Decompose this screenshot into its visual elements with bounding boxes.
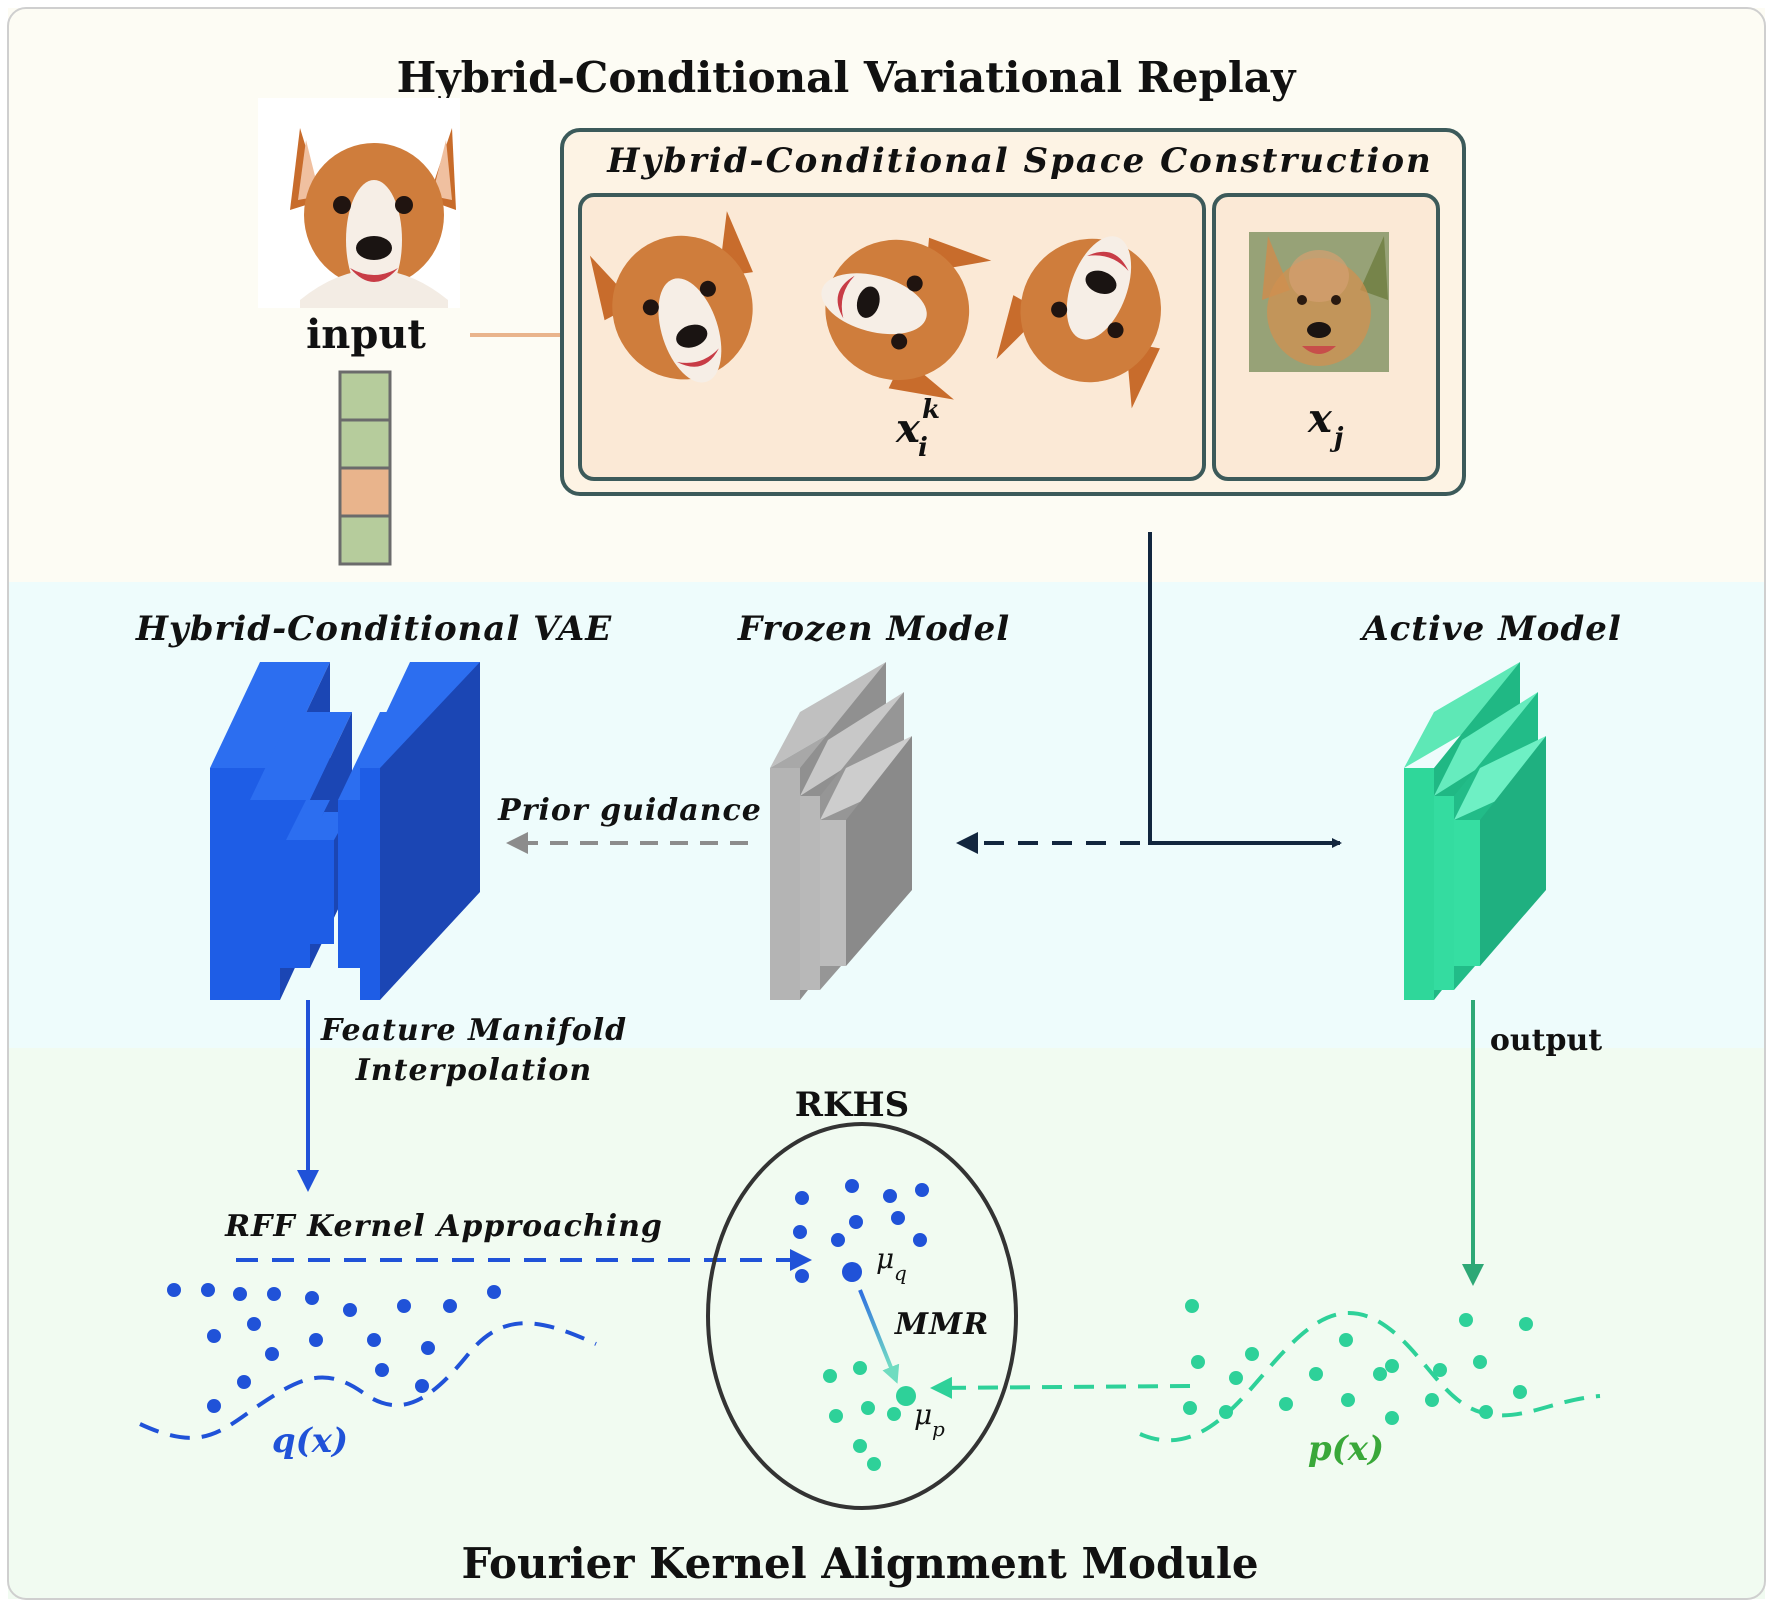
feature-interp-label-line2: Interpolation <box>355 1053 593 1088</box>
mmr-label: MMR <box>894 1307 989 1342</box>
mu-q-subscript: q <box>894 1261 907 1285</box>
rkhs-label: RKHS <box>795 1085 909 1125</box>
input-dog-image <box>258 98 460 308</box>
mu-p-point <box>896 1386 916 1406</box>
augmented-superscript: k <box>922 395 940 425</box>
output-label: output <box>1490 1023 1602 1058</box>
active-model-icon <box>1404 662 1546 1000</box>
rkhs-q-points <box>793 1179 929 1283</box>
mixed-dog-cat-image <box>1249 232 1389 372</box>
outer-frame <box>7 7 1766 1600</box>
mu-p-subscript: p <box>932 1417 945 1441</box>
mu-q-symbol: μ <box>876 1242 894 1275</box>
mu-q-point <box>842 1262 862 1282</box>
q-distribution-curve <box>139 1321 597 1440</box>
label-vector <box>338 370 392 566</box>
bottom-title: Fourier Kernel Alignment Module <box>461 1539 1258 1588</box>
p-to-rkhs-arrow <box>930 1376 1191 1399</box>
augmented-dog-image <box>589 211 753 383</box>
augmented-subscript: i <box>918 433 928 463</box>
space-construction-title: Hybrid-Conditional Space Construction <box>606 141 1433 181</box>
augmented-dog-image <box>821 237 992 400</box>
p-distribution-label: p(x) <box>1308 1429 1384 1469</box>
bottom-band <box>8 1048 1765 1599</box>
augmented-dog-image <box>996 236 1161 409</box>
space-to-models-connector <box>956 532 1342 854</box>
mu-p-symbol: μ <box>914 1398 932 1431</box>
mmr-arrow <box>858 1289 900 1384</box>
space-construction-box: Hybrid-Conditional Space Construction <box>560 128 1466 496</box>
input-label: input <box>306 311 426 358</box>
q-distribution-label: q(x) <box>272 1421 348 1461</box>
rff-label: RFF Kernel Approaching <box>224 1209 663 1244</box>
prior-guidance-label: Prior guidance <box>497 793 762 828</box>
vae-network-icon <box>210 662 480 1000</box>
rkhs-ellipse <box>706 1122 1018 1510</box>
augmented-symbol: x <box>895 405 921 452</box>
vae-label: Hybrid-Conditional VAE <box>135 609 612 649</box>
p-distribution-points <box>1183 1299 1533 1425</box>
q-distribution-points <box>167 1283 501 1413</box>
frozen-model-icon <box>770 662 912 1000</box>
frozen-model-label: Frozen Model <box>737 609 1010 649</box>
p-distribution-curve <box>1139 1311 1601 1443</box>
rkhs-p-points <box>823 1361 901 1471</box>
feature-interp-label-line1: Feature Manifold <box>320 1013 627 1048</box>
top-title: Hybrid-Conditional Variational Replay <box>397 53 1297 102</box>
mixed-symbol: x <box>1307 395 1333 442</box>
active-model-label: Active Model <box>1359 609 1622 649</box>
